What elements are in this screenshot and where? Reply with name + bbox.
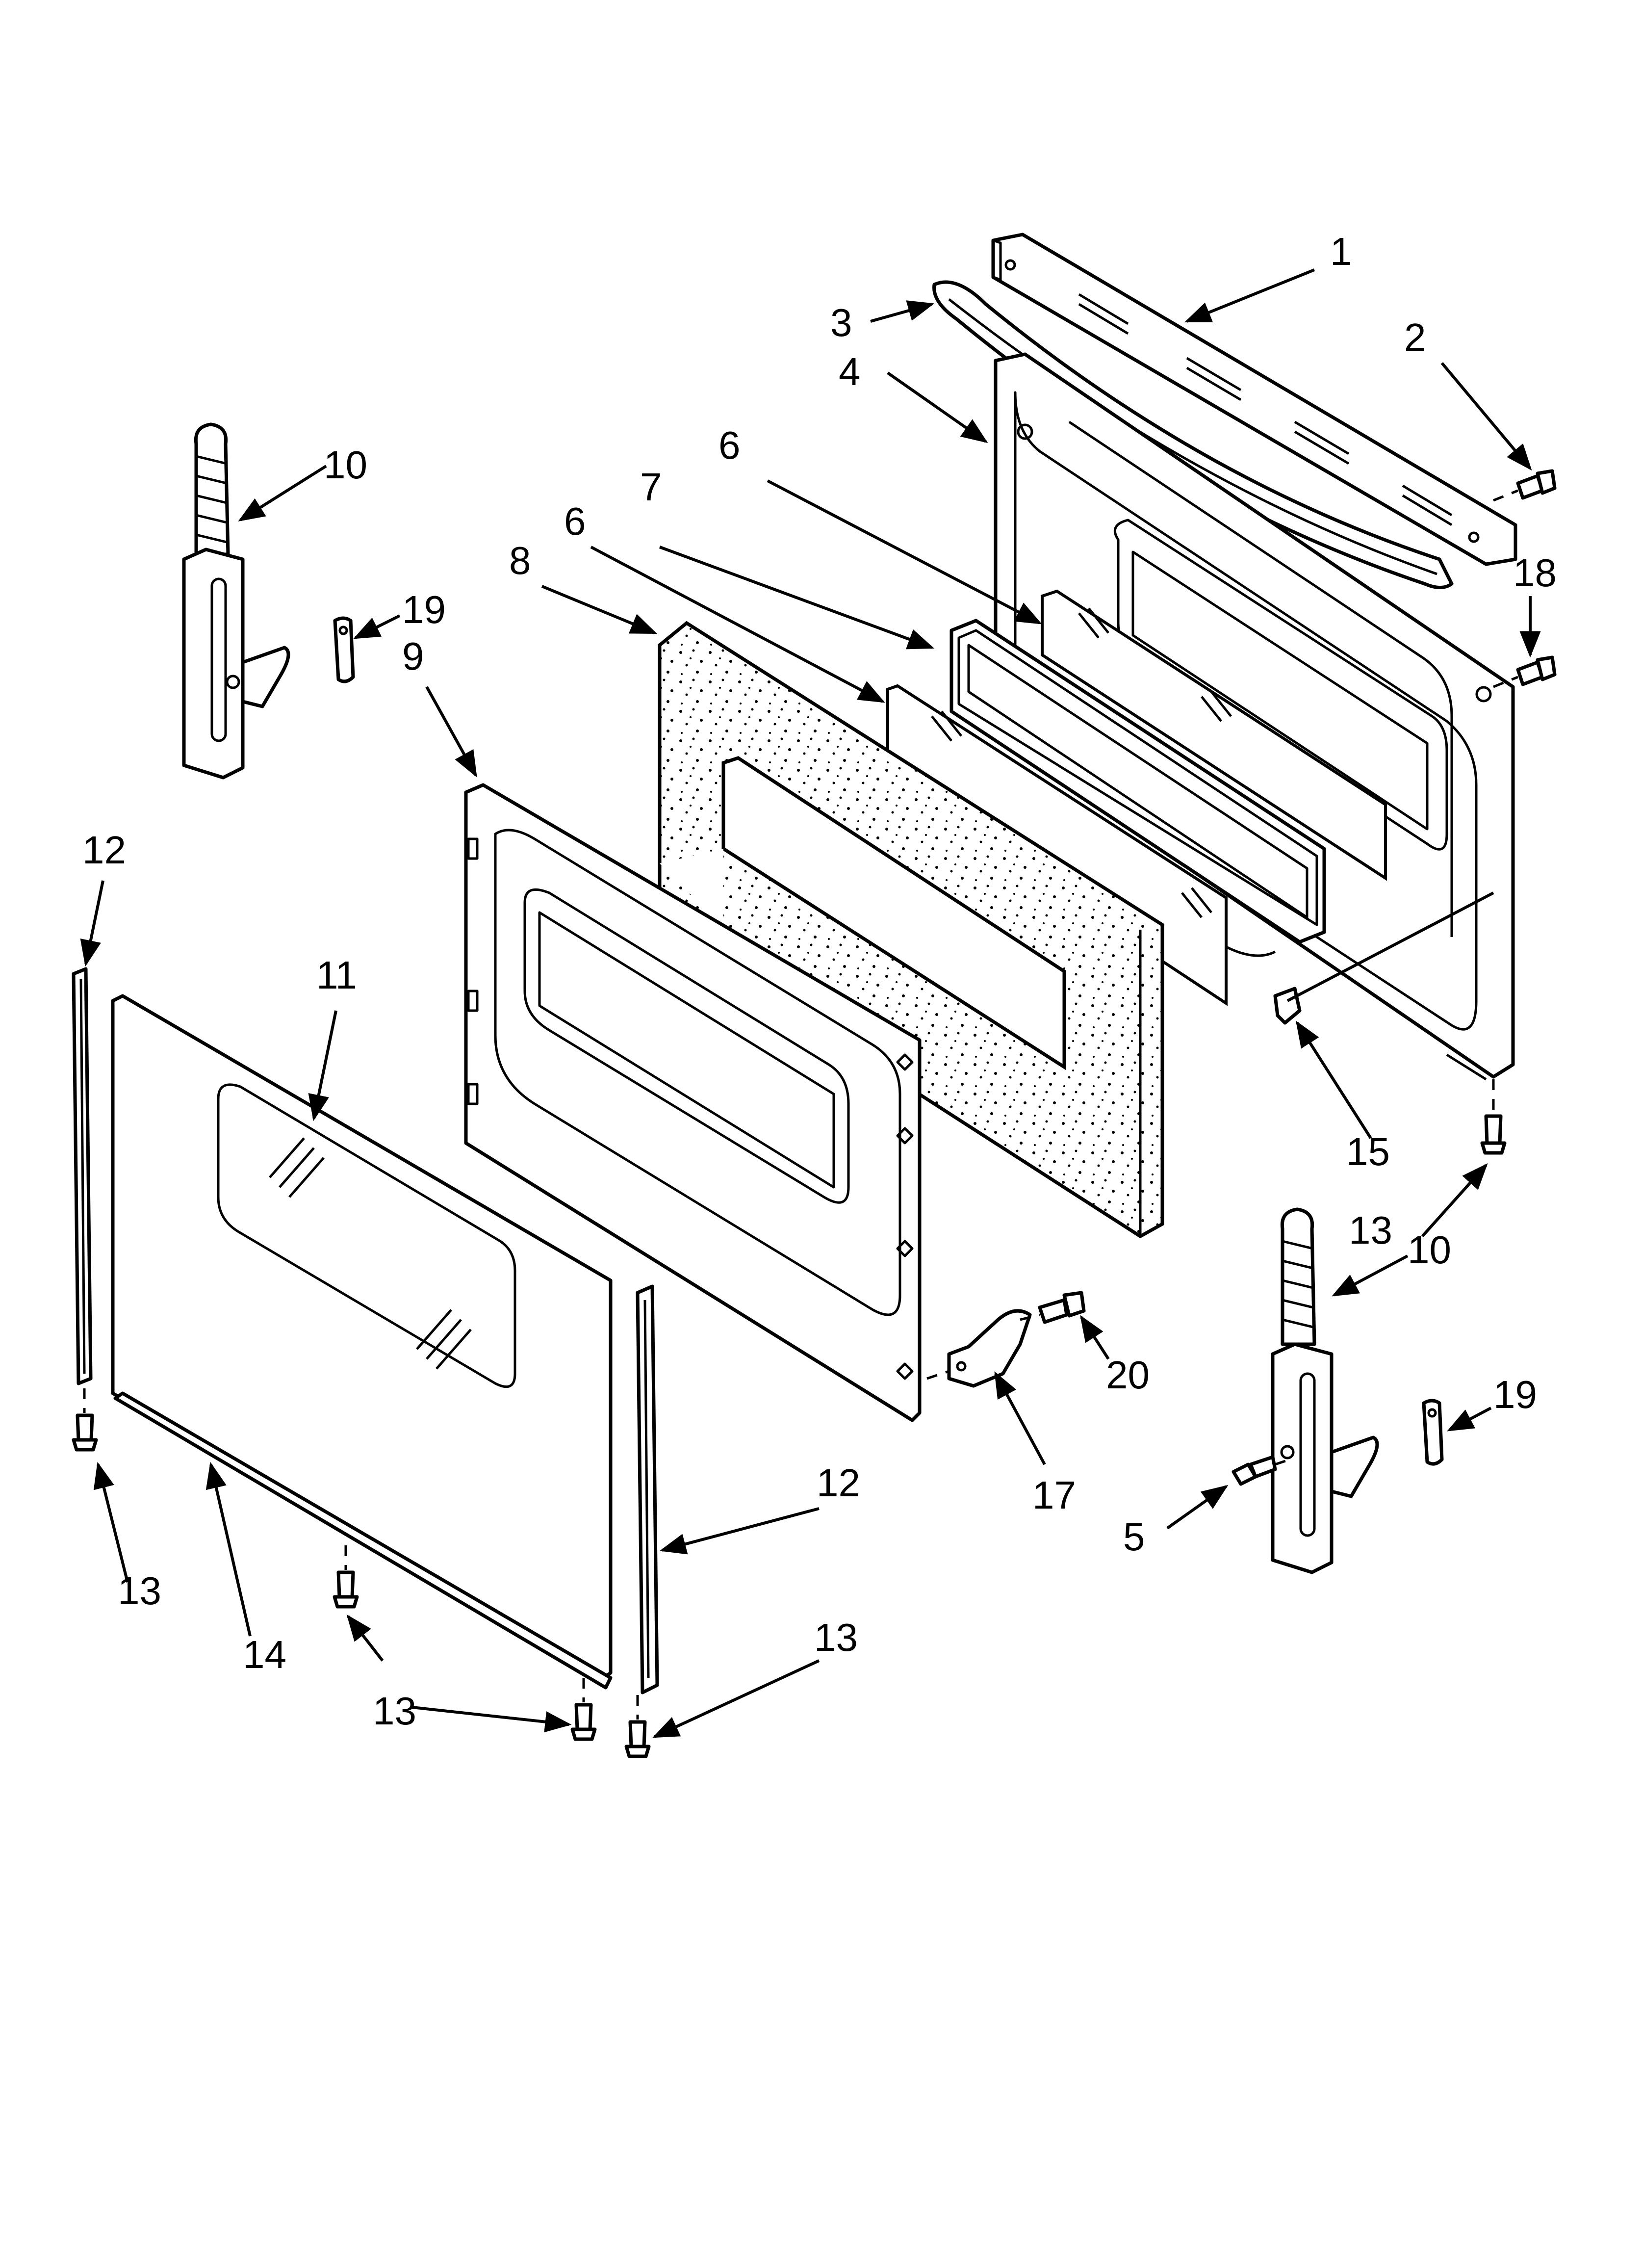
callout-13-extra: 13	[373, 1689, 416, 1733]
part-10-hinge-right	[1271, 1207, 1379, 1574]
callout-11: 11	[316, 953, 357, 997]
callout-3: 3	[830, 301, 852, 344]
part-7-glass-pack	[949, 619, 1326, 944]
part-14-bottom-trim	[113, 1391, 613, 1690]
callout-7: 7	[640, 465, 662, 509]
callout-20: 20	[1106, 1353, 1150, 1397]
part-12-side-trim-left	[72, 967, 93, 1385]
part-1-vent-trim	[991, 233, 1517, 566]
callout-10-left: 10	[324, 443, 367, 487]
screw-5	[1232, 1455, 1290, 1486]
screw-20	[1020, 1291, 1086, 1324]
callout-18: 18	[1513, 551, 1557, 595]
screw-13-left	[72, 1388, 98, 1452]
callout-1: 1	[1330, 230, 1352, 273]
screw-13-upper-right	[1480, 1079, 1507, 1155]
callout-6-lower: 6	[564, 499, 586, 543]
callout-12-right: 12	[817, 1461, 860, 1505]
part-6-glass-upper	[1041, 589, 1387, 881]
callout-15: 15	[1346, 1130, 1390, 1173]
part-11-outer-door-panel	[111, 994, 613, 1680]
callout-8: 8	[509, 539, 531, 582]
screw-13-bottom-mid	[333, 1545, 359, 1609]
part-17-bracket	[926, 1309, 1032, 1388]
callout-9: 9	[402, 634, 424, 678]
screw-2	[1493, 469, 1557, 502]
callout-4: 4	[839, 350, 861, 393]
screw-18	[1493, 655, 1557, 688]
part-10-hinge-left	[182, 422, 290, 780]
callout-14: 14	[243, 1633, 286, 1676]
callout-13-right-upper: 13	[1349, 1208, 1392, 1252]
callout-13-left: 13	[118, 1569, 161, 1613]
part-19-hinge-pin-right	[1422, 1399, 1444, 1466]
screw-13-bottom-right-b	[624, 1695, 651, 1758]
callout-19-right: 19	[1493, 1373, 1537, 1416]
callout-labels: 1 2 3 4 5 6 6 7 8 9 10 10 11 12 12 13 13…	[82, 230, 1557, 1733]
callout-2: 2	[1404, 315, 1426, 359]
part-9-door-inner-panel	[464, 783, 922, 1422]
part-12-side-trim-right	[636, 1284, 659, 1694]
screw-13-bottom-right-a	[570, 1678, 597, 1741]
leader-lines	[80, 268, 1541, 1738]
callout-6-upper: 6	[718, 423, 741, 467]
callout-19-left: 19	[402, 588, 446, 631]
callout-12-left: 12	[82, 828, 126, 872]
part-19-hinge-pin-left	[333, 616, 355, 683]
callout-10-right: 10	[1408, 1228, 1451, 1272]
callout-5: 5	[1123, 1515, 1145, 1559]
part-15-clip	[1273, 891, 1494, 1025]
callout-17: 17	[1032, 1473, 1076, 1517]
callout-13-right-lower: 13	[814, 1616, 858, 1659]
